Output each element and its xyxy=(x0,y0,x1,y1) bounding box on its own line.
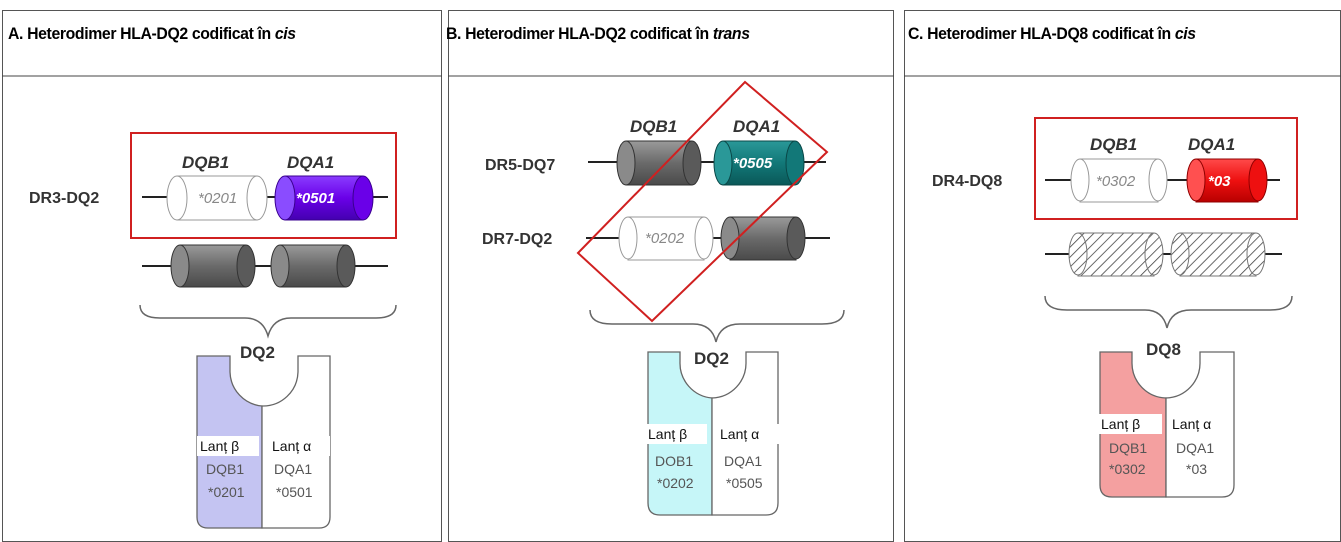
allele-label-dqb1: *0302 xyxy=(1096,173,1136,190)
beta-chain-gene: DQB1 xyxy=(206,461,244,477)
curly-brace xyxy=(139,304,397,339)
molecule-label: DQ2 xyxy=(240,343,275,362)
beta-chain-label: Lanț β xyxy=(200,438,239,454)
gene-cylinder-dqb1 xyxy=(166,175,268,221)
alpha-chain-label: Lanț α xyxy=(1172,416,1211,432)
alpha-chain-allele: *03 xyxy=(1186,461,1207,477)
alpha-chain-label: Lanț α xyxy=(720,426,759,442)
gene-cylinder-dqa1 xyxy=(713,140,805,186)
panel-a-title: A. Heterodimer HLA-DQ2 codificat în cis xyxy=(8,24,296,43)
chain-label-bg xyxy=(1098,414,1162,434)
panel-c-diagram: DQB1 DQA1 DR4-DQ8 *0302 *03 DQ8 xyxy=(932,117,1298,498)
beta-chain-allele: *0201 xyxy=(208,484,245,500)
gene-cylinder-dqa1 xyxy=(274,175,374,221)
gene-cylinder-grey xyxy=(720,216,806,261)
trans-highlight-box xyxy=(576,80,829,323)
allele-label-dqa1: *03 xyxy=(1208,173,1231,190)
gene-label-dqa1: DQA1 xyxy=(733,117,780,136)
beta-chain-allele: *0202 xyxy=(657,475,694,491)
panel-c-title: C. Heterodimer HLA-DQ8 codificat în cis xyxy=(908,24,1196,43)
panel-b-title: B. Heterodimer HLA-DQ2 codificat în tran… xyxy=(446,24,750,43)
allele-label-dqa1: *0505 xyxy=(733,155,773,172)
allele-label-dqb1: *0201 xyxy=(198,190,237,207)
allele-label-dqa1: *0501 xyxy=(296,190,335,207)
beta-chain-gene: DQB1 xyxy=(1109,440,1147,456)
beta-chain-label: Lanț β xyxy=(1101,416,1140,432)
chain-label-bg xyxy=(197,436,259,456)
gene-cylinder-hatched xyxy=(1170,232,1266,277)
alpha-chain-allele: *0505 xyxy=(726,475,763,491)
alpha-chain-gene: DQA1 xyxy=(274,461,312,477)
gene-label-dqb1: DQB1 xyxy=(1090,135,1137,154)
beta-chain-allele: *0302 xyxy=(1109,461,1146,477)
gene-cylinder-dqb1 xyxy=(1070,158,1168,203)
chain-label-bg xyxy=(266,436,330,456)
haplotype-label: DR4-DQ8 xyxy=(932,173,1002,190)
curly-brace xyxy=(1044,295,1293,329)
gene-cylinder-grey xyxy=(270,244,356,288)
panel-a-diagram: DQB1 DQA1 DR3-DQ2 *0201 *0501 xyxy=(29,132,397,529)
allele-label-dqb1: *0202 xyxy=(645,230,685,247)
haplotype-label-2: DR7-DQ2 xyxy=(482,231,552,248)
gene-cylinder-hatched xyxy=(1068,232,1164,277)
chain-label-bg xyxy=(1169,414,1233,434)
gene-cylinder-grey xyxy=(616,140,702,186)
alpha-chain-allele: *0501 xyxy=(276,484,313,500)
molecule-label: DQ8 xyxy=(1146,340,1181,359)
panel-b-diagram: DQB1 DQA1 DR5-DQ7 *0505 DR7-DQ2 *0202 xyxy=(482,80,845,516)
cis-highlight-box xyxy=(130,132,397,239)
gene-cylinder-grey xyxy=(170,244,256,288)
alpha-chain-gene: DQA1 xyxy=(724,453,762,469)
chain-label-bg xyxy=(645,424,707,444)
chain-label-bg xyxy=(715,424,779,444)
gene-label-dqb1: DQB1 xyxy=(182,153,229,172)
gene-label-dqa1: DQA1 xyxy=(1188,135,1235,154)
gene-cylinder-dqb1 xyxy=(618,216,714,261)
cis-highlight-box xyxy=(1034,117,1298,220)
beta-chain-label: Lanț β xyxy=(648,426,687,442)
curly-brace xyxy=(589,309,845,343)
haplotype-label-1: DR5-DQ7 xyxy=(485,157,555,174)
alpha-chain-gene: DQA1 xyxy=(1176,440,1214,456)
gene-cylinder-dqa1 xyxy=(1186,158,1268,203)
gene-label-dqa1: DQA1 xyxy=(287,153,334,172)
alpha-chain-label: Lanț α xyxy=(272,438,311,454)
beta-chain-gene: DOB1 xyxy=(655,453,693,469)
gene-label-dqb1: DQB1 xyxy=(630,117,677,136)
haplotype-label: DR3-DQ2 xyxy=(29,190,99,207)
molecule-label: DQ2 xyxy=(694,349,729,368)
